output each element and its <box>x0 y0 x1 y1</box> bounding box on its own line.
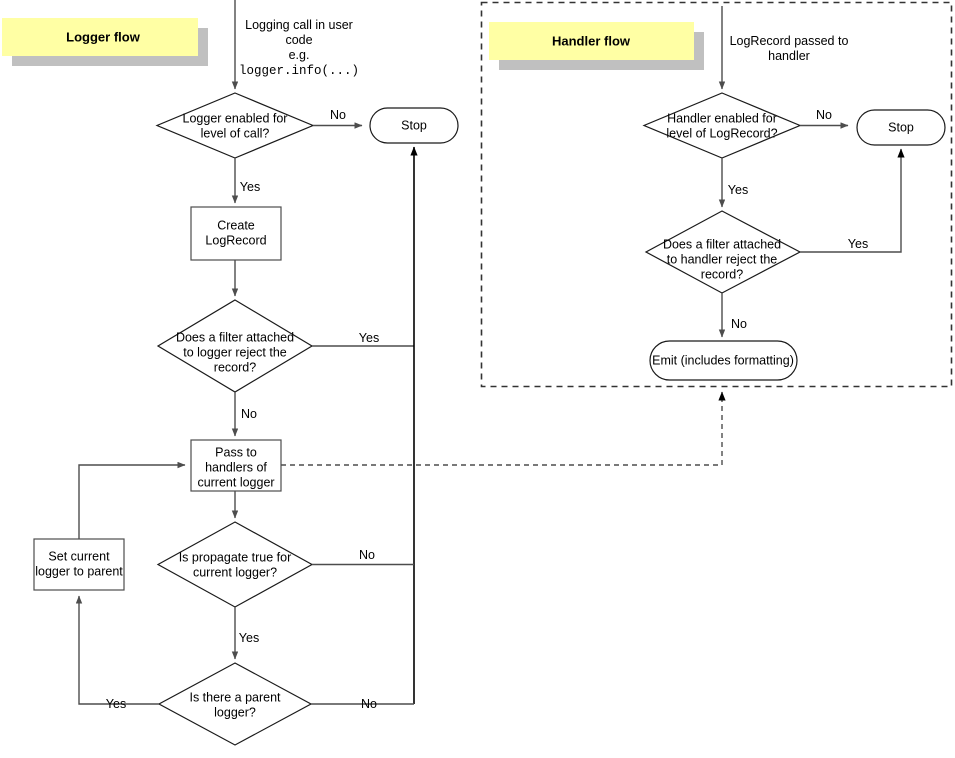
handler-flow-title-box <box>489 22 694 60</box>
node-create-logrecord[interactable]: Create LogRecord <box>190 206 282 261</box>
parent-logger-label-line2: logger? <box>214 705 256 719</box>
logger-stop-label: Stop <box>401 118 427 132</box>
logger-entry-label-line4: logger.info(...) <box>239 64 359 78</box>
handler-filter-no-label: No <box>731 317 747 331</box>
parent-logger-diamond <box>157 662 313 746</box>
handler-enabled-label-line2: level of LogRecord? <box>666 126 777 140</box>
handler-enabled-no-label: No <box>816 108 832 122</box>
pass-to-handlers-label-line1: Pass to <box>215 445 257 459</box>
logger-flow-title-label: Logger flow <box>66 30 141 45</box>
handler-dispatch-dashed-connector <box>281 391 726 466</box>
pass-to-handlers-label-line2: handlers of <box>205 460 267 474</box>
emit-label: Emit (includes formatting) <box>652 353 794 367</box>
node-handler-stop[interactable]: Stop <box>856 109 946 146</box>
logger-flow-title: Logger flow <box>2 18 208 66</box>
handler-filter-label-line1: Does a filter attached <box>663 237 781 251</box>
node-handler-enabled[interactable]: Handler enabled for level of LogRecord? <box>642 92 802 159</box>
propagate-label-line2: current logger? <box>193 565 277 579</box>
propagate-no-label: No <box>359 548 375 562</box>
pass-to-handlers-box <box>190 439 282 492</box>
handler-filter-yes-connector <box>800 148 905 253</box>
set-parent-return-connector <box>78 461 186 539</box>
handler-entry-label-line1: LogRecord passed to <box>730 34 849 48</box>
logger-filter-no-label: No <box>241 407 257 421</box>
logger-entry-label-line1: Logging call in user <box>245 18 353 32</box>
logger-entry-label-line3: e.g. <box>289 48 310 62</box>
node-logger-filter[interactable]: Does a filter attached to logger reject … <box>156 299 314 393</box>
parent-logger-label-line1: Is there a parent <box>189 690 281 704</box>
pass-to-handlers-label-line3: current logger <box>197 475 274 489</box>
node-emit[interactable]: Emit (includes formatting) <box>649 340 798 381</box>
logger-filter-label-line1: Does a filter attached <box>176 330 294 344</box>
node-pass-to-handlers[interactable]: Pass to handlers of current logger <box>190 439 282 492</box>
set-parent-label-line2: logger to parent <box>35 564 123 578</box>
node-logger-enabled[interactable]: Logger enabled for level of call? <box>155 92 315 159</box>
logger-enabled-label-line2: level of call? <box>201 126 270 140</box>
create-logrecord-label-line2: LogRecord <box>205 233 266 247</box>
node-set-parent[interactable]: Set current logger to parent <box>33 538 125 591</box>
handler-flow-container <box>480 1 953 388</box>
node-parent-logger[interactable]: Is there a parent logger? <box>157 662 313 746</box>
handler-entry-label-line2: handler <box>768 49 810 63</box>
set-parent-label-line1: Set current <box>48 549 110 563</box>
node-propagate[interactable]: Is propagate true for current logger? <box>156 521 314 608</box>
parent-logger-yes-label: Yes <box>106 697 126 711</box>
logger-filter-label-line2: to logger reject the <box>183 345 287 359</box>
logger-enabled-yes-label: Yes <box>240 180 260 194</box>
node-handler-filter[interactable]: Does a filter attached to handler reject… <box>644 210 802 294</box>
logger-flow-title-box <box>2 18 198 56</box>
handler-flow-title-label: Handler flow <box>552 34 631 49</box>
handler-filter-label-line3: record? <box>701 267 743 281</box>
parent-logger-yes-connector <box>75 595 159 705</box>
handler-flow-title: Handler flow <box>489 22 704 70</box>
logger-enabled-label-line1: Logger enabled for <box>183 111 288 125</box>
handler-stop-label: Stop <box>888 120 914 134</box>
create-logrecord-box <box>190 206 282 261</box>
node-logger-stop[interactable]: Stop <box>369 107 459 144</box>
logger-enabled-no-label: No <box>330 108 346 122</box>
logger-entry-label-line2: code <box>285 33 312 47</box>
create-logrecord-label-line1: Create <box>217 218 255 232</box>
parent-logger-no-label: No <box>361 697 377 711</box>
logger-filter-label-line3: record? <box>214 360 256 374</box>
handler-stop-terminator <box>856 109 946 146</box>
propagate-label-line1: Is propagate true for <box>179 550 292 564</box>
logger-filter-yes-label: Yes <box>359 331 379 345</box>
handler-enabled-label-line1: Handler enabled for <box>667 111 777 125</box>
handler-enabled-yes-label: Yes <box>728 183 748 197</box>
emit-terminator <box>649 340 798 381</box>
handler-filter-yes-label: Yes <box>848 237 868 251</box>
handler-filter-label-line2: to handler reject the <box>667 252 778 266</box>
set-parent-box <box>33 538 125 591</box>
propagate-yes-label: Yes <box>239 631 259 645</box>
logger-stop-terminator <box>369 107 459 144</box>
